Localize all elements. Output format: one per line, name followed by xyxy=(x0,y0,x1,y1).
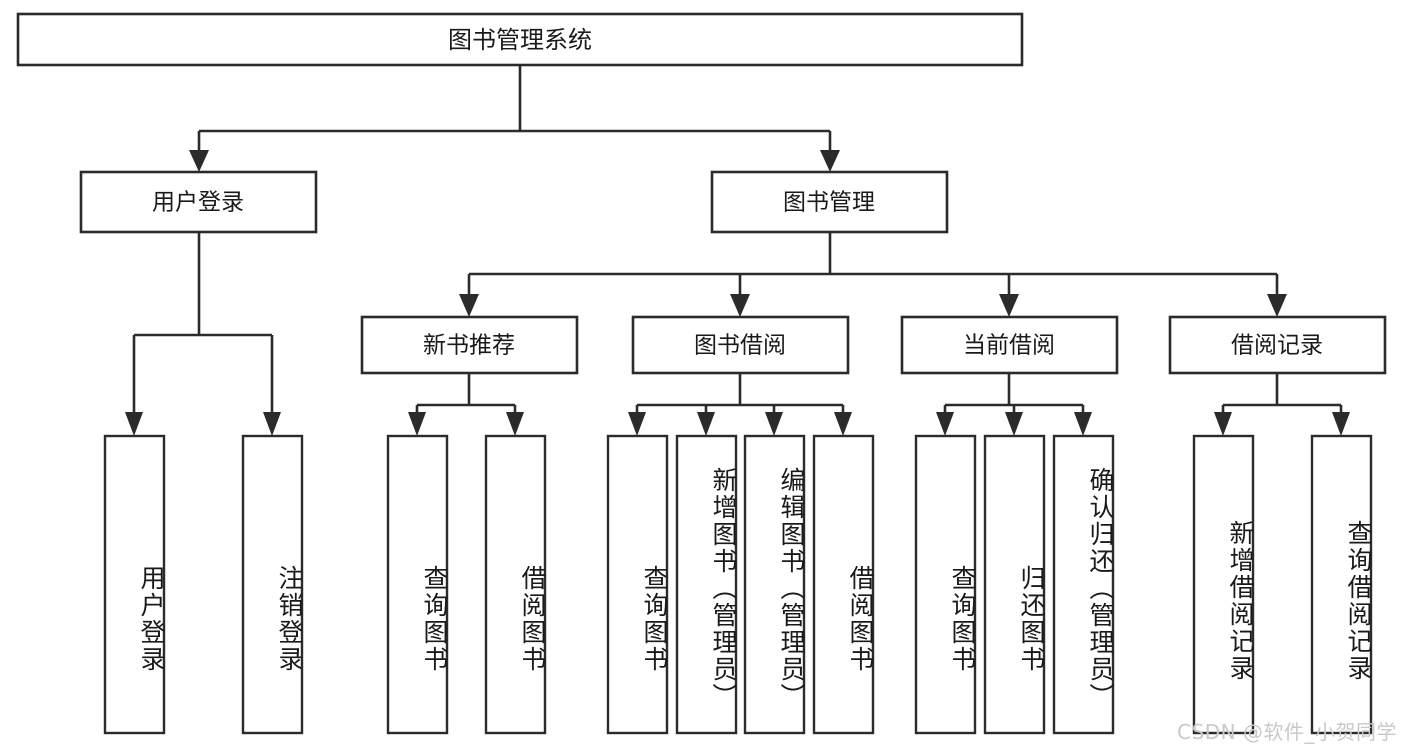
node-book-borrow[interactable]: 图书借阅 xyxy=(631,315,850,375)
arrow-head-icon xyxy=(125,412,143,436)
watermark: CSDN @软件_小贺同学 xyxy=(1177,720,1397,744)
arrow-head-icon xyxy=(730,294,750,317)
leaf-box-query-book-2[interactable] xyxy=(606,434,669,735)
node-book-management-box[interactable] xyxy=(710,170,949,234)
leaf-box-logout[interactable] xyxy=(241,434,304,735)
leaf-box-query-book-3[interactable] xyxy=(914,434,977,735)
node-borrow-record-box[interactable] xyxy=(1168,315,1387,375)
arrow-head-icon xyxy=(936,412,954,436)
leaf-box-add-borrow-record[interactable] xyxy=(1192,434,1255,735)
leaf-box-return-book[interactable] xyxy=(983,434,1046,735)
leaf-box-confirm-return-admin[interactable] xyxy=(1052,434,1115,735)
node-new-book-recommend-label: 新书推荐 xyxy=(423,333,515,359)
node-root[interactable]: 图书管理系统 xyxy=(16,12,1024,67)
arrow-head-icon xyxy=(765,412,783,436)
node-user-login-label: 用户登录 xyxy=(152,190,244,216)
leaf-box-borrow-book-2[interactable] xyxy=(812,434,875,735)
arrow-head-icon xyxy=(628,412,646,436)
leaf-box-add-book-admin[interactable] xyxy=(675,434,738,735)
node-user-login[interactable]: 用户登录 xyxy=(79,170,318,234)
arrow-head-icon xyxy=(263,412,281,436)
node-book-borrow-box[interactable] xyxy=(631,315,850,375)
leaf-box-edit-book-admin[interactable] xyxy=(743,434,806,735)
arrow-head-icon xyxy=(189,150,209,172)
arrow-head-icon xyxy=(506,412,524,436)
leaf-box-borrow-book-1[interactable] xyxy=(484,434,547,735)
arrow-head-icon xyxy=(834,412,852,436)
arrow-head-icon xyxy=(1267,294,1287,317)
arrow-head-icon xyxy=(999,294,1019,317)
leaf-boxes-new-book xyxy=(386,434,547,735)
node-book-management-label: 图书管理 xyxy=(783,190,875,216)
leaf-box-query-borrow-record[interactable] xyxy=(1310,434,1373,735)
node-book-borrow-label: 图书借阅 xyxy=(694,333,786,359)
arrow-head-icon xyxy=(408,412,426,436)
arrow-head-icon xyxy=(1074,412,1092,436)
node-current-borrow-box[interactable] xyxy=(900,315,1119,375)
leaf-boxes-current-borrow xyxy=(914,434,1115,735)
node-book-management[interactable]: 图书管理 xyxy=(710,170,949,234)
connectors xyxy=(125,65,1350,436)
leaf-boxes-user-login xyxy=(103,434,304,735)
node-root-label: 图书管理系统 xyxy=(448,26,592,54)
node-new-book-recommend[interactable]: 新书推荐 xyxy=(360,315,579,375)
node-borrow-record-label: 借阅记录 xyxy=(1231,333,1323,359)
node-borrow-record[interactable]: 借阅记录 xyxy=(1168,315,1387,375)
node-root-box[interactable] xyxy=(16,12,1024,67)
node-user-login-box[interactable] xyxy=(79,170,318,234)
arrow-head-icon xyxy=(459,294,479,317)
arrow-head-icon xyxy=(1005,412,1023,436)
leaf-boxes-borrow-record xyxy=(1192,434,1373,735)
leaf-boxes-book-borrow xyxy=(606,434,875,735)
leaf-box-query-book-1[interactable] xyxy=(386,434,449,735)
node-new-book-recommend-box[interactable] xyxy=(360,315,579,375)
node-current-borrow[interactable]: 当前借阅 xyxy=(900,315,1119,375)
leaf-box-user-login[interactable] xyxy=(103,434,166,735)
node-current-borrow-label: 当前借阅 xyxy=(963,333,1055,359)
arrow-head-icon xyxy=(1214,412,1232,436)
arrow-head-icon xyxy=(820,150,840,172)
arrow-head-icon xyxy=(697,412,715,436)
arrow-head-icon xyxy=(1332,412,1350,436)
